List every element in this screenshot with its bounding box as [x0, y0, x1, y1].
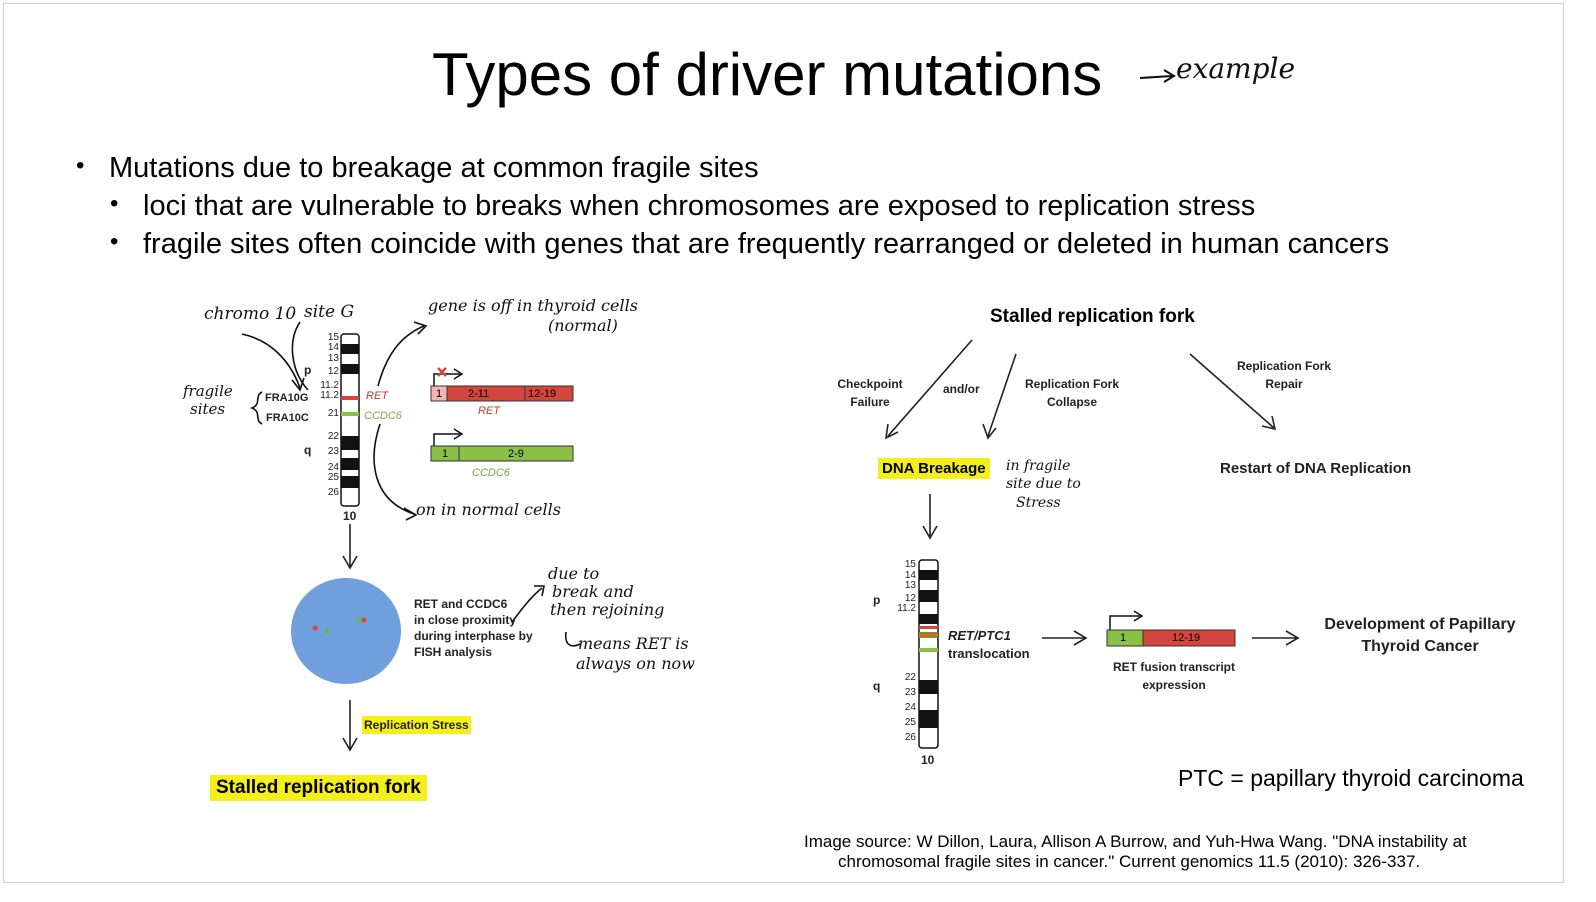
- bullet-marker: •: [76, 152, 85, 179]
- hw-fragile: fragile: [183, 382, 233, 400]
- fish-text: RET and CCDC6 in close proximity during …: [414, 597, 533, 659]
- replication-stress-label: Replication Stress: [362, 716, 471, 734]
- ret-exon-3: 12-19: [528, 388, 557, 400]
- image-source-line-1: Image source: W Dillon, Laura, Allison A…: [804, 832, 1467, 851]
- hw-right-2: site due to: [1006, 476, 1081, 492]
- hw-sites: sites: [190, 400, 226, 418]
- ccdc6-exon-2: 2-9: [508, 448, 524, 460]
- hw-due-1: due to: [548, 564, 600, 583]
- chrom-band-labels-left: 15 14 13 12 11.2 11.2 21 22 23 24 25 26: [320, 332, 339, 499]
- fra10g-label: FRA10G: [265, 392, 309, 404]
- chrom-arm-p: p: [304, 363, 312, 377]
- bullet-1: Mutations due to breakage at common frag…: [109, 152, 759, 184]
- hw-gene-off: gene is off in thyroid cells: [428, 296, 638, 315]
- andor-label: and/or: [943, 382, 980, 396]
- title-annotation-arrow: [1139, 69, 1176, 83]
- right-chrom-arm-p: p: [873, 593, 881, 607]
- translocation-label: translocation: [948, 646, 1030, 661]
- right-stalled-fork-label: Stalled replication fork: [990, 306, 1195, 327]
- ret-label: RET: [366, 390, 388, 402]
- right-chrom-number: 10: [921, 753, 935, 767]
- bullet-marker: •: [110, 190, 119, 217]
- chrom-number: 10: [343, 509, 357, 523]
- bullet-2: loci that are vulnerable to breaks when …: [143, 190, 1256, 222]
- slide-title: Types of driver mutations: [432, 41, 1103, 108]
- bullet-3: fragile sites often coincide with genes …: [143, 228, 1390, 260]
- left-annotation-strokes: [241, 321, 581, 752]
- ccdc6-gene-diagram: [430, 428, 574, 462]
- hw-site: site G: [304, 302, 355, 322]
- hw-means-1: means RET is: [578, 634, 689, 653]
- ccdc6-label: CCDC6: [364, 410, 402, 422]
- right-flow-arrows: [884, 339, 1300, 646]
- ccdc6-gene-label: CCDC6: [472, 467, 510, 479]
- right-chromosome-diagram: [918, 559, 939, 749]
- left-figure: chromo 10 site G fragile sites gene is o…: [0, 0, 760, 820]
- slide-frame: [3, 3, 1564, 883]
- hw-due-3: then rejoining: [550, 600, 665, 619]
- fusion-exon-1: 1: [1120, 632, 1127, 644]
- ret-ptc1-label: RET/PTC1: [948, 628, 1011, 643]
- left-stalled-fork-label: Stalled replication fork: [210, 775, 427, 801]
- hw-chromo: chromo 10: [204, 304, 297, 324]
- hw-normal: (normal): [548, 316, 618, 335]
- right-chrom-bands-q: 22 23 24 25 26: [904, 672, 916, 743]
- fish-nucleus: [291, 578, 401, 684]
- bullet-marker: •: [110, 228, 119, 255]
- hw-on-normal: on in normal cells: [416, 500, 561, 519]
- ptc-note: PTC = papillary thyroid carcinoma: [1178, 765, 1524, 791]
- ret-exon-1: 1: [436, 388, 443, 400]
- fusion-transcript-diagram: [1106, 610, 1236, 647]
- right-chrom-arm-q: q: [873, 679, 881, 693]
- ccdc6-exon-1: 1: [442, 448, 449, 460]
- fusion-exon-2: 12-19: [1172, 632, 1201, 644]
- title-handwritten-note: example: [1176, 52, 1296, 85]
- restart-replication-label: Restart of DNA Replication: [1220, 460, 1412, 477]
- ret-exon-2: 2-11: [468, 388, 490, 400]
- hw-due-2: break and: [552, 582, 634, 601]
- right-chrom-bands-p: 15 14 13 12 11.2: [897, 559, 916, 615]
- dna-breakage-label: DNA Breakage: [878, 458, 990, 479]
- ret-gene-diagram: [430, 367, 574, 402]
- hw-right-1: in fragile: [1006, 458, 1071, 474]
- hw-means-2: always on now: [576, 654, 695, 673]
- chrom-arm-q: q: [304, 443, 312, 457]
- chromosome-10-diagram: [340, 333, 360, 507]
- hw-right-3: Stress: [1016, 495, 1061, 511]
- fra10c-label: FRA10C: [266, 412, 309, 424]
- ret-gene-label: RET: [478, 405, 500, 417]
- image-source-line-2: chromosomal fragile sites in cancer." Cu…: [838, 852, 1421, 871]
